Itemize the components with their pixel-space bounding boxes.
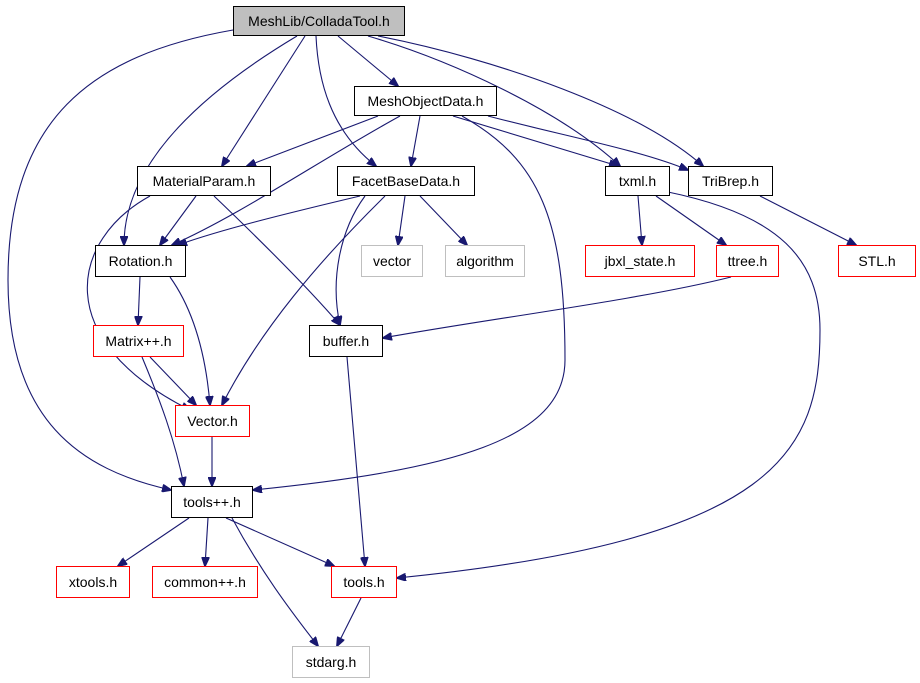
node-vectorh[interactable]: Vector.h [175, 405, 250, 437]
node-jbxl[interactable]: jbxl_state.h [585, 245, 695, 277]
edge-facet-to-vectorh [222, 195, 386, 405]
edge-toolspp-to-common [205, 517, 208, 566]
edge-rotation-to-matrix [138, 276, 140, 325]
edge-meshobj-to-toolspp [253, 115, 566, 490]
node-collada[interactable]: MeshLib/ColladaTool.h [233, 6, 405, 36]
edge-tools-to-stdarg [337, 597, 362, 646]
edge-facet-to-buffer [336, 195, 366, 325]
node-ttree[interactable]: ttree.h [716, 245, 779, 277]
edge-meshobj-to-material [247, 115, 379, 166]
edge-collada-to-facet [315, 35, 376, 166]
node-stl[interactable]: STL.h [838, 245, 916, 277]
node-toolspp[interactable]: tools++.h [171, 486, 253, 518]
node-tools[interactable]: tools.h [331, 566, 397, 598]
edge-collada-to-toolspp [7, 29, 234, 490]
edge-ttree-to-buffer [383, 276, 732, 338]
edge-material-to-rotation [160, 195, 197, 245]
edge-matrix-to-toolspp [141, 356, 184, 486]
edge-toolspp-to-xtools [118, 517, 190, 566]
edge-tribrep-to-stl [759, 195, 856, 245]
edge-toolspp-to-stdarg [231, 517, 318, 646]
node-buffer[interactable]: buffer.h [309, 325, 383, 357]
node-txml[interactable]: txml.h [605, 166, 670, 196]
node-matrix[interactable]: Matrix++.h [93, 325, 184, 357]
node-common[interactable]: common++.h [152, 566, 258, 598]
edge-facet-to-vector [398, 195, 406, 245]
edge-collada-to-meshobj [337, 35, 398, 86]
edge-txml-to-tools [397, 191, 821, 578]
node-algorithm: algorithm [445, 245, 525, 277]
edge-rotation-to-vectorh [169, 276, 210, 405]
node-vector: vector [361, 245, 423, 277]
node-tribrep[interactable]: TriBrep.h [688, 166, 773, 196]
edge-facet-to-algorithm [419, 195, 467, 245]
edge-meshobj-to-facet [411, 115, 421, 166]
edge-collada-to-tribrep [377, 35, 703, 166]
edge-collada-to-rotation [124, 35, 298, 245]
edge-collada-to-material [222, 35, 306, 166]
edge-txml-to-jbxl [638, 195, 642, 245]
edge-txml-to-ttree [655, 195, 726, 245]
node-facet[interactable]: FacetBaseData.h [337, 166, 475, 196]
edge-meshobj-to-rotation [172, 115, 401, 245]
node-xtools[interactable]: xtools.h [56, 566, 130, 598]
edge-meshobj-to-txml [452, 115, 618, 166]
node-rotation[interactable]: Rotation.h [95, 245, 186, 277]
node-meshobj[interactable]: MeshObjectData.h [354, 86, 497, 116]
edge-facet-to-rotation [178, 195, 361, 245]
edge-collada-to-txml [367, 35, 620, 166]
node-material[interactable]: MaterialParam.h [137, 166, 271, 196]
edge-toolspp-to-tools [225, 517, 334, 566]
edge-material-to-vectorh [86, 195, 190, 410]
edge-meshobj-to-tribrep [487, 115, 688, 170]
edge-buffer-to-tools [346, 356, 365, 566]
node-stdarg: stdarg.h [292, 646, 370, 678]
edge-matrix-to-vectorh [149, 356, 196, 405]
edge-material-to-buffer [213, 195, 340, 325]
